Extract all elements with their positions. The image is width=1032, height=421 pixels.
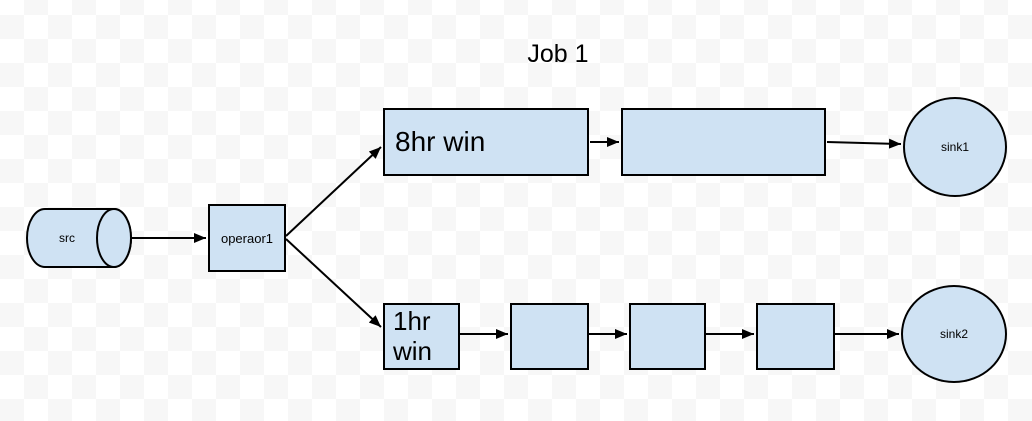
node-lower-stage-3 [629,303,706,370]
node-8hr-window: 8hr win [383,108,589,176]
node-lower-stage-4 [756,303,835,370]
node-1hr-window-label: 1hr win [393,306,433,366]
edges-group [132,137,902,339]
node-src-label: src [59,231,75,245]
node-lower-stage-2 [510,303,589,370]
cylinder-face [96,208,132,268]
diagram-title: Job 1 [527,40,589,68]
edge-operator1-8hrwin [285,146,382,237]
node-upper-stage-2 [621,108,826,176]
node-operator1-label: operaor1 [220,230,274,246]
edge-operator1-1hrwin [285,238,382,328]
node-sink1-label: sink1 [940,140,969,154]
node-sink1: sink1 [903,97,1007,197]
node-sink2: sink2 [901,285,1007,383]
node-sink2-label: sink2 [939,327,968,341]
node-src-cylinder [26,208,132,268]
node-1hr-window: 1hr win [383,303,460,370]
node-8hr-window-label: 8hr win [395,126,486,157]
edge-stage2-sink1 [826,138,902,149]
node-operator1: operaor1 [208,204,286,272]
